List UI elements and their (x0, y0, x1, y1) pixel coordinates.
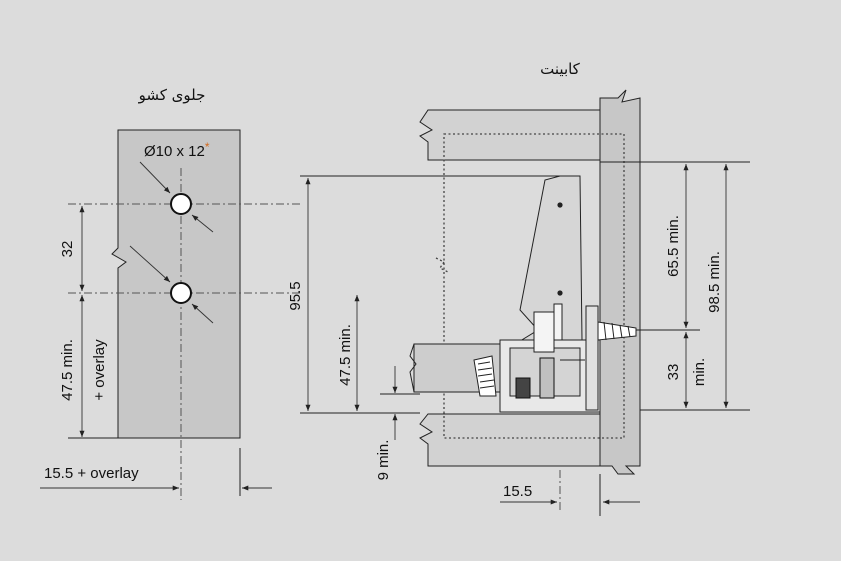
cabinet-side-wall (599, 89, 641, 475)
label-cabinet: کابینت (540, 60, 581, 78)
drawer-outline-dotted (443, 133, 625, 439)
hole-spec-asterisk: * (205, 140, 210, 154)
label-hole-spec: Ø10 x 12* (144, 140, 210, 160)
label-33: 33 (665, 364, 682, 381)
cabinet-top-shelf (419, 109, 601, 161)
label-drawer-front: جلوی کشو (138, 86, 206, 104)
drawer-bottom-break (409, 343, 417, 393)
hole-bottom (170, 282, 192, 304)
label-33-min: min. (691, 358, 708, 386)
leader-hole-bottom (129, 245, 171, 283)
label-15-5: 15.5 (503, 483, 532, 500)
drawer-outline-break (435, 257, 449, 273)
label-98-5-min: 98.5 min. (706, 251, 723, 313)
label-47-5-min: 47.5 min. (337, 324, 354, 386)
point-bottom (557, 290, 563, 296)
leader-hole-top (139, 161, 171, 194)
runner-mechanism (499, 303, 601, 413)
label-95-5: 95.5 (287, 281, 304, 310)
screw-drawer (473, 355, 497, 397)
cabinet-bottom-shelf (419, 413, 601, 467)
point-top (557, 202, 563, 208)
drawer-bottom-panel (413, 343, 511, 393)
hole-top (170, 193, 192, 215)
label-15-5-overlay: 15.5 + overlay (44, 465, 139, 482)
leader-hole-bottom-2 (191, 303, 214, 324)
label-9-min: 9 min. (375, 440, 392, 481)
label-32: 32 (59, 241, 76, 258)
leader-hole-top-2 (191, 214, 214, 233)
label-47-5-min-overlay-a: 47.5 min. (59, 339, 76, 401)
screw-cabinet (597, 321, 637, 341)
label-65-5-min: 65.5 min. (665, 215, 682, 277)
label-47-5-min-overlay-b: + overlay (91, 339, 108, 401)
